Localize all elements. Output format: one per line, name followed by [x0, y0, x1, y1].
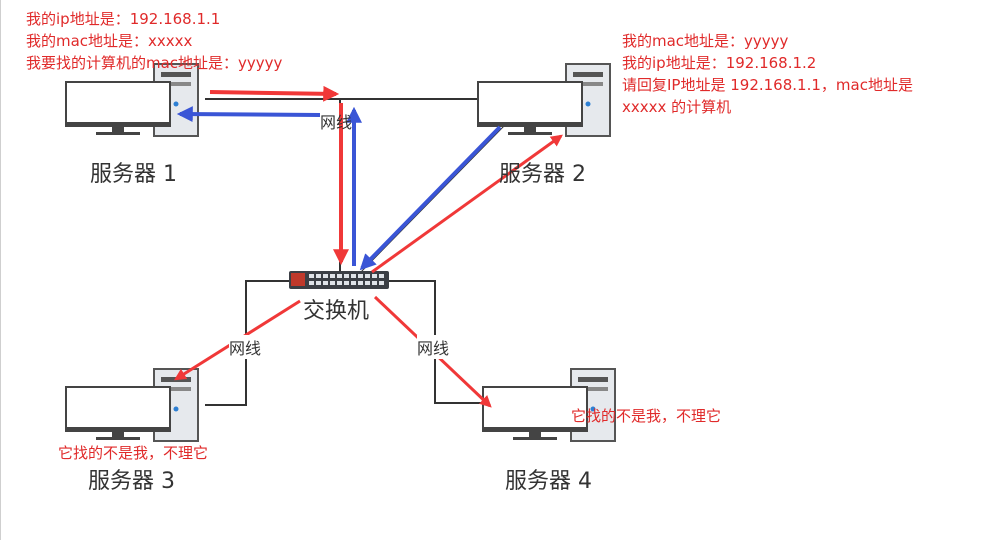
server2-label: 服务器 2	[499, 162, 586, 187]
arrow-line-to-server1	[176, 106, 321, 123]
reply-arrows	[176, 106, 502, 271]
server2-note-reply-2: xxxxx 的计算机	[622, 98, 732, 116]
computer-server2	[477, 63, 611, 137]
server3-label: 服务器 3	[88, 469, 175, 494]
computer-server3	[65, 368, 199, 442]
cable-label-right: 网线	[417, 335, 450, 359]
server1-note-target: 我要找的计算机的mac地址是：yyyyy	[26, 54, 283, 72]
server1-note-ip: 我的ip地址是：192.168.1.1	[26, 10, 221, 28]
cable-label-left: 网线	[229, 335, 262, 359]
server1-label: 服务器 1	[90, 162, 177, 187]
server2-note-ip: 我的ip地址是：192.168.1.2	[622, 54, 817, 72]
server1-note: 我的ip地址是：192.168.1.1 我的mac地址是：xxxxx 我要找的计…	[26, 8, 282, 74]
switch-label: 交换机	[303, 299, 370, 324]
server4-label: 服务器 4	[505, 469, 592, 494]
cable-server2-switch	[359, 124, 506, 274]
arrow-switch-to-server2	[371, 134, 563, 274]
arrow-server2-to-switch	[359, 125, 502, 271]
arrow-server1-to-line	[209, 85, 340, 102]
switch-device	[289, 271, 389, 289]
left-border	[0, 0, 1, 540]
server2-note: 我的mac地址是：yyyyy 我的ip地址是：192.168.1.2 请回复IP…	[622, 30, 913, 118]
server3-note: 它找的不是我，不理它	[58, 444, 209, 462]
server2-note-reply: 请回复IP地址是 192.168.1.1，mac地址是	[622, 76, 913, 94]
computer-server4	[482, 368, 616, 442]
computer-server1	[65, 63, 199, 137]
server4-note: 它找的不是我，不理它	[571, 407, 722, 425]
server2-note-mac: 我的mac地址是：yyyyy	[622, 32, 789, 50]
server1-note-mac: 我的mac地址是：xxxxx	[26, 32, 193, 50]
cable-label-top: 网线	[320, 113, 353, 132]
